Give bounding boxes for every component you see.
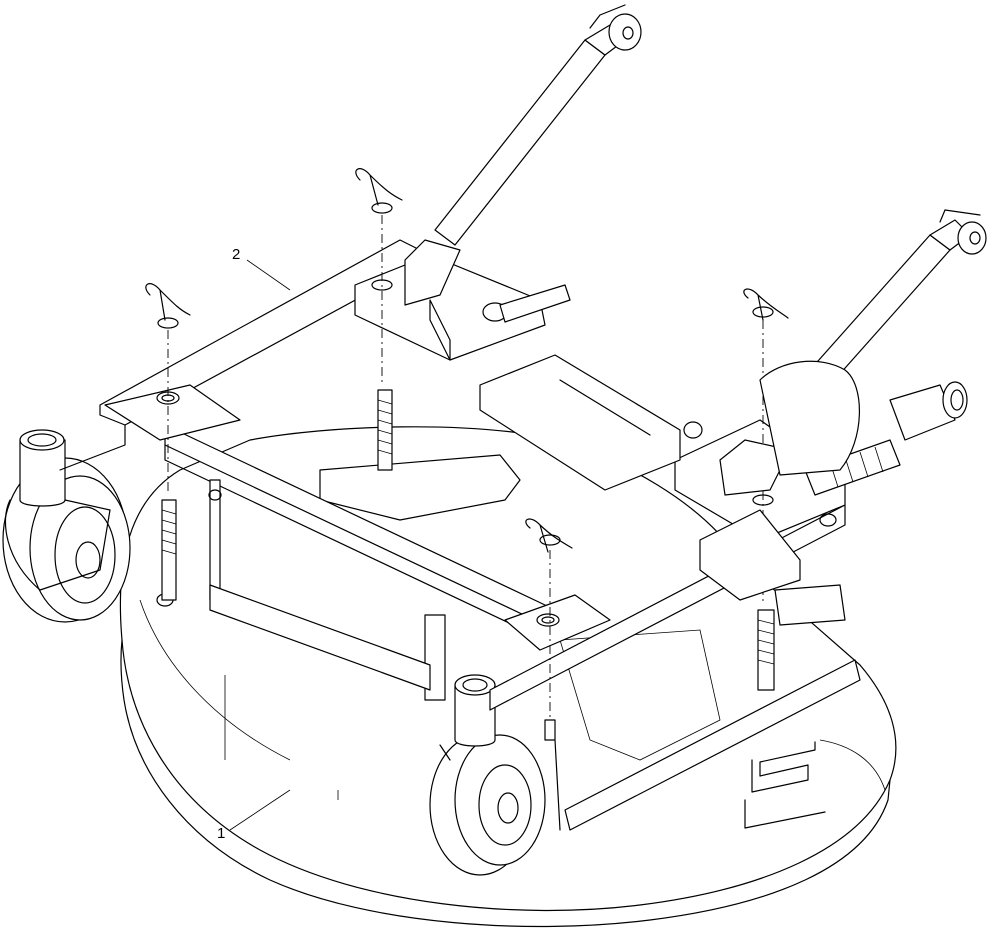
hairpin-clips [145,168,789,553]
gearbox-housing [699,360,861,626]
left-caster-wheel [2,429,131,623]
leader-lines [229,259,291,831]
pto-drive-shaft [804,381,968,496]
frame-pivot-posts [161,389,775,741]
callout-frame: 2 [232,246,241,263]
left-lift-link [404,4,642,306]
right-caster-wheel [429,674,561,876]
right-lift-link [719,209,987,496]
callout-deck: 1 [217,825,226,842]
plate-holes [156,279,774,627]
alignment-lines [167,215,764,720]
